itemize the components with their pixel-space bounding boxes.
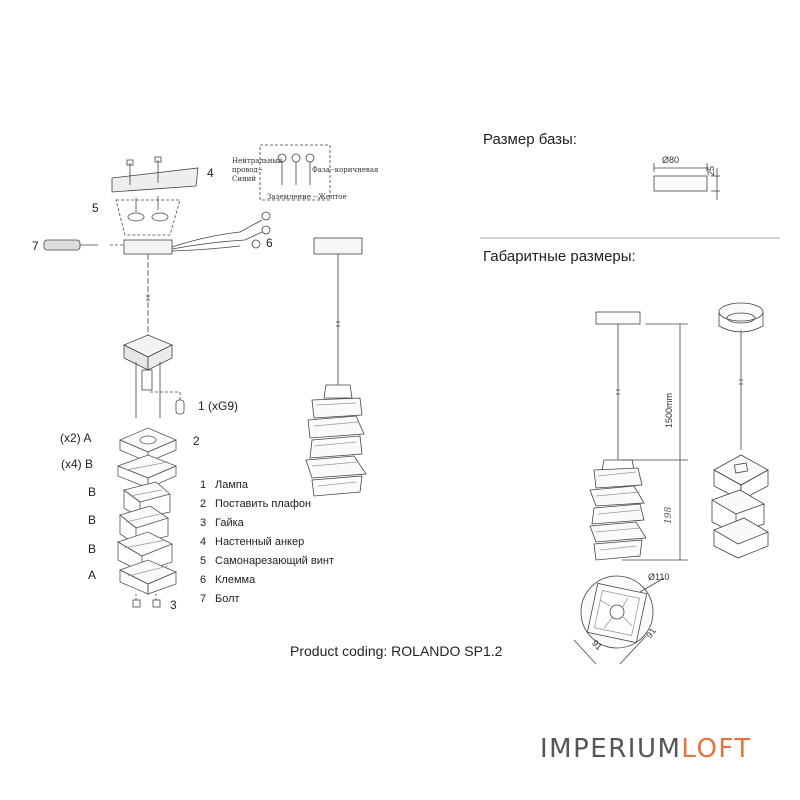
part-number: 7 xyxy=(200,593,207,605)
part-number: 2 xyxy=(200,498,207,510)
callout-b-top: (x4) B xyxy=(61,457,94,471)
callout-3: 3 xyxy=(170,598,177,612)
shade-top-view xyxy=(573,575,665,665)
base-size-drawing xyxy=(653,163,720,200)
callout-5: 5 xyxy=(92,201,99,215)
part-label: Болт xyxy=(215,593,240,605)
logo-part-1: IMPERIUM xyxy=(540,734,682,764)
part-label: Самонарезающий винт xyxy=(215,555,334,567)
wiring-ground-note: Заземление --Желтое xyxy=(267,193,347,201)
parts-list: 1 Лампа 2 Поставить плафон 3 Гайка 4 Настенн… xyxy=(200,476,334,609)
callout-1: 1 (xG9) xyxy=(198,399,239,413)
assembled-fixture xyxy=(305,237,367,497)
base-size-heading: Размер базы: xyxy=(483,131,577,148)
part-label: Настенный анкер xyxy=(215,536,305,548)
shade-diameter-label: Ø110 xyxy=(648,572,670,582)
base-height-label: 25 xyxy=(706,165,716,176)
part-label: Клемма xyxy=(215,574,256,586)
callout-7: 7 xyxy=(32,239,39,253)
callout-b-1: B xyxy=(88,485,97,499)
canopy xyxy=(123,239,173,255)
part-number: 4 xyxy=(200,536,207,548)
part-row: 6 Клемма xyxy=(200,571,334,590)
part-row: 7 Болт xyxy=(200,590,334,609)
part-number: 1 xyxy=(200,479,207,491)
part-row: 2 Поставить плафон xyxy=(200,495,334,514)
terminal-block xyxy=(259,144,331,201)
part-label: Лампа xyxy=(215,479,248,491)
screwdriver xyxy=(43,239,124,251)
shade-stack-exploded xyxy=(116,427,178,595)
dimension-3d-view xyxy=(711,302,769,559)
part-row: 5 Самонарезающий винт xyxy=(200,552,334,571)
callout-b-3: B xyxy=(88,542,97,556)
part-label: Поставить плафон xyxy=(215,498,312,510)
base-diameter-label: Ø80 xyxy=(662,155,680,165)
part-number: 6 xyxy=(200,574,207,586)
callout-4: 4 xyxy=(207,166,214,180)
brand-logo: IMPERIUMLOFT xyxy=(540,734,752,764)
overall-size-heading: Габаритные размеры: xyxy=(483,248,636,265)
part-number: 3 xyxy=(200,517,207,529)
shade-height-label: 198 xyxy=(664,506,674,524)
cable-length-label: 1500mm xyxy=(664,392,674,428)
ceiling-anchor xyxy=(111,156,199,193)
dimension-front-view xyxy=(589,311,688,561)
callout-2: 2 xyxy=(193,434,200,448)
part-number: 5 xyxy=(200,555,207,567)
part-row: 3 Гайка xyxy=(200,514,334,533)
callout-a-top: (x2) A xyxy=(60,431,92,445)
logo-part-2: LOFT xyxy=(681,734,752,764)
wiring-phase-note: Фаза--коричневая xyxy=(312,166,379,174)
callout-6: 6 xyxy=(266,236,273,250)
part-row: 1 Лампа xyxy=(200,476,334,495)
callout-b-2: B xyxy=(88,513,97,527)
mounting-plate xyxy=(115,196,181,236)
product-coding: Product coding: ROLANDO SP1.2 xyxy=(290,643,503,659)
callout-a-bottom: A xyxy=(88,568,97,582)
part-label: Гайка xyxy=(215,517,244,529)
wiring-neutral-note: Нейтральный провод--Синий xyxy=(232,157,283,183)
part-row: 4 Настенный анкер xyxy=(200,533,334,552)
